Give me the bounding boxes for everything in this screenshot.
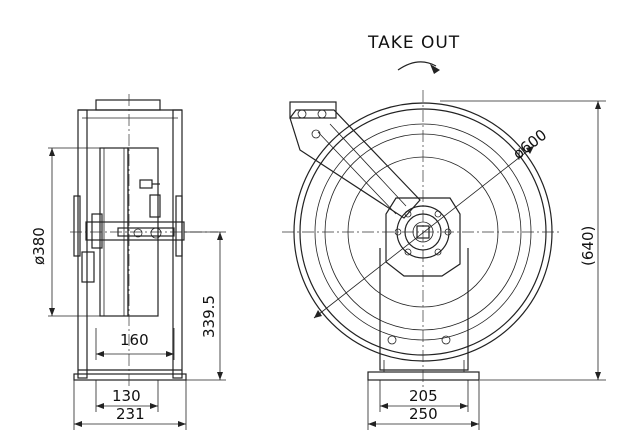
side-view-dimensions — [48, 147, 226, 430]
front-view — [282, 90, 560, 390]
rotation-arrow-head-icon — [430, 64, 440, 74]
dim-front-base-inner: 205 — [409, 387, 438, 405]
dim-side-height: 339.5 — [200, 295, 218, 338]
dim-front-base-outer: 250 — [409, 405, 438, 423]
dim-side-inner-width: 160 — [120, 331, 149, 349]
dim-front-diameter: ø600 — [509, 126, 550, 163]
bolt-marks — [297, 109, 452, 345]
side-view — [70, 94, 218, 388]
dim-side-base-inner: 130 — [112, 387, 141, 405]
dim-side-diameter: ø380 — [30, 227, 48, 265]
rotation-arrow-icon — [397, 61, 437, 71]
take-out-label: TAKE OUT — [367, 33, 460, 53]
dim-side-base-outer: 231 — [116, 405, 145, 423]
dim-front-total-height: (640) — [579, 226, 597, 266]
front-view-dimensions — [367, 100, 606, 430]
